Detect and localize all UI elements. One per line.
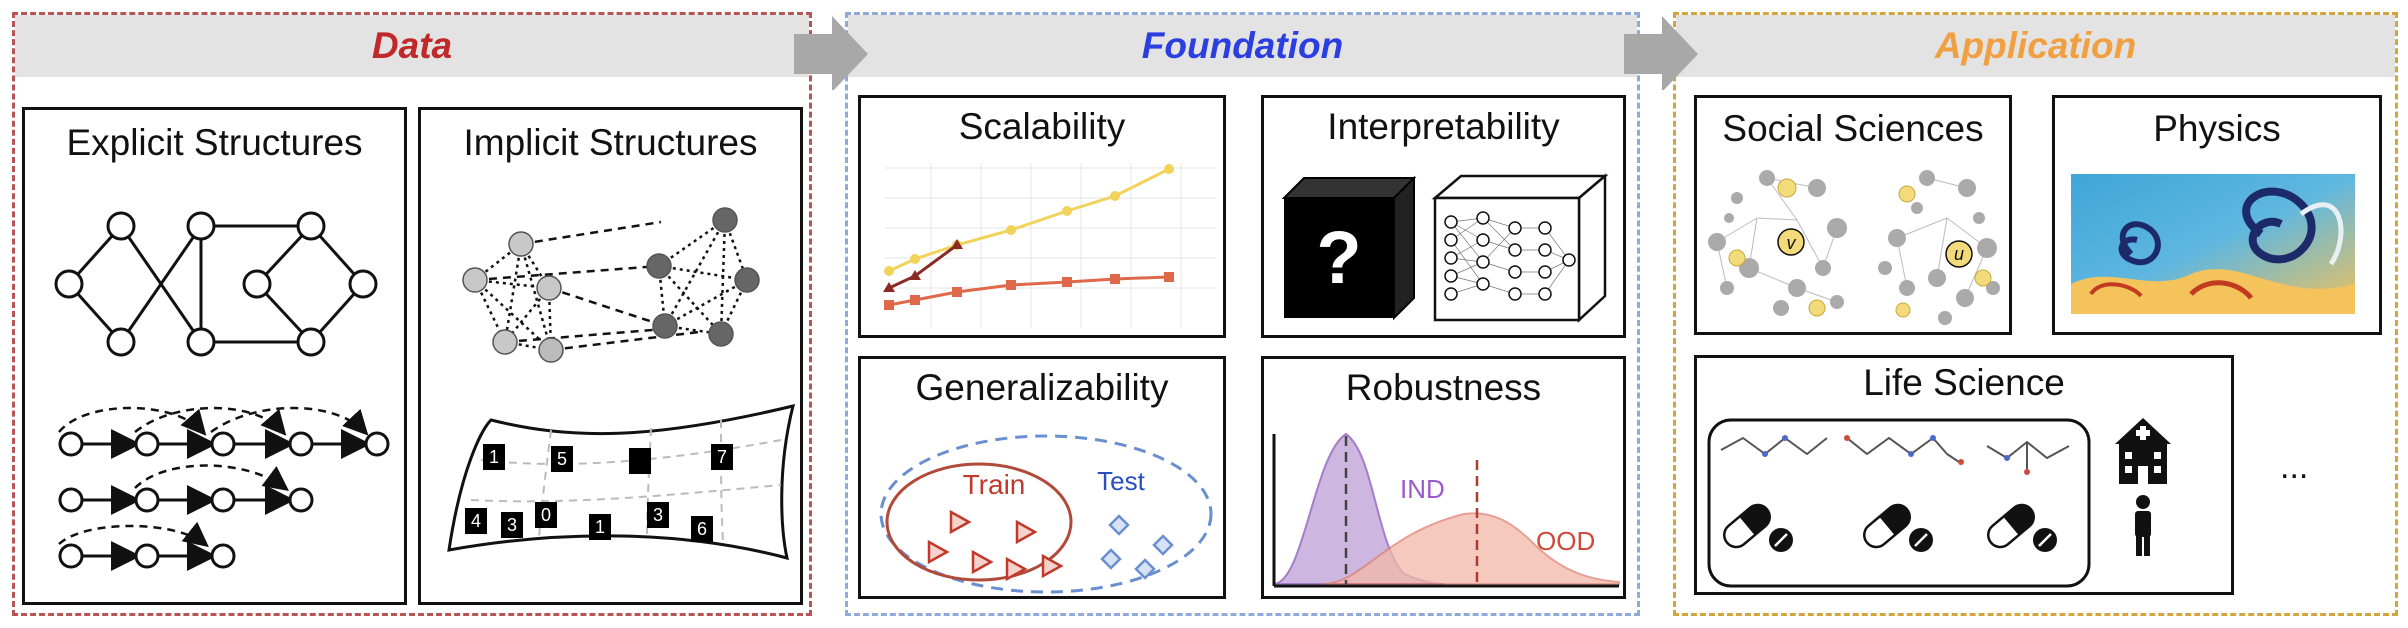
foundation-section-title: Foundation (1141, 25, 1344, 66)
digit-4: 4 (471, 511, 481, 531)
digit-3a: 3 (507, 515, 517, 535)
generalizability-title: Generalizability (915, 367, 1169, 408)
social-sciences-title: Social Sciences (1722, 108, 1984, 149)
application-banner: Application (1676, 15, 2395, 77)
generalizability-illustration: Train Test (879, 434, 1213, 594)
explicit-graph-illustration (54, 211, 390, 571)
scalability-panel: Scalability (858, 95, 1226, 338)
ind-label: IND (1400, 474, 1445, 504)
generalizability-panel: Generalizability Train Test (858, 356, 1226, 599)
hospital-icon (2115, 418, 2171, 484)
scalability-chart (883, 163, 1216, 328)
arrow-foundation-to-application-icon (1624, 16, 1698, 90)
digit-5: 5 (557, 449, 567, 469)
physics-panel: Physics (2052, 95, 2382, 335)
robustness-title: Robustness (1345, 367, 1542, 408)
ood-label: OOD (1536, 526, 1595, 556)
interpretability-panel: Interpretability ? (1261, 95, 1626, 338)
robustness-panel: Robustness IND OOD (1261, 356, 1626, 599)
implicit-structures-panel: Implicit Structures (418, 107, 803, 605)
explicit-structures-title: Explicit Structures (66, 122, 363, 163)
social-network-illustration: v u (1708, 170, 2000, 325)
social-sciences-panel: Social Sciences v u (1694, 95, 2012, 335)
digit-1: 1 (489, 447, 499, 467)
node-v-label: v (1787, 233, 1797, 253)
train-label: Train (963, 469, 1026, 500)
physics-title: Physics (2153, 108, 2281, 149)
life-science-illustration (1707, 418, 2171, 588)
interpretability-title: Interpretability (1327, 106, 1560, 147)
person-icon (2135, 495, 2151, 556)
arrow-data-to-foundation-icon (794, 16, 868, 90)
scalability-title: Scalability (958, 106, 1126, 147)
data-banner: Data (15, 15, 809, 77)
foundation-banner: Foundation (848, 15, 1637, 77)
digit-7: 7 (717, 447, 727, 467)
foundation-section (845, 12, 1640, 616)
more-applications-ellipsis: ... (2280, 448, 2309, 486)
digit-6: 6 (697, 519, 707, 539)
fluid-simulation-image (2071, 174, 2355, 314)
application-section-title: Application (1934, 25, 2137, 66)
node-u-label: u (1954, 244, 1964, 264)
data-section (12, 12, 812, 616)
black-box-icon: ? (1281, 175, 1417, 321)
ood-distribution (1323, 512, 1620, 585)
data-section-title: Data (371, 25, 453, 66)
application-section (1673, 12, 2398, 616)
implicit-graph-illustration: 1 5 7 4 3 0 1 3 6 (447, 207, 796, 561)
digit-3b: 3 (653, 505, 663, 525)
digit-0: 0 (541, 505, 551, 525)
neural-network-box-icon (1431, 173, 1609, 323)
explicit-structures-panel: Explicit Structures (22, 107, 407, 605)
life-science-title: Life Science (1863, 362, 2065, 403)
black-box-question: ? (1316, 216, 1361, 299)
robustness-distribution-chart: IND OOD (1272, 432, 1620, 588)
digit-1b: 1 (595, 517, 605, 537)
test-label: Test (1097, 466, 1145, 496)
implicit-structures-title: Implicit Structures (463, 122, 758, 163)
life-science-panel: Life Science (1694, 355, 2234, 595)
